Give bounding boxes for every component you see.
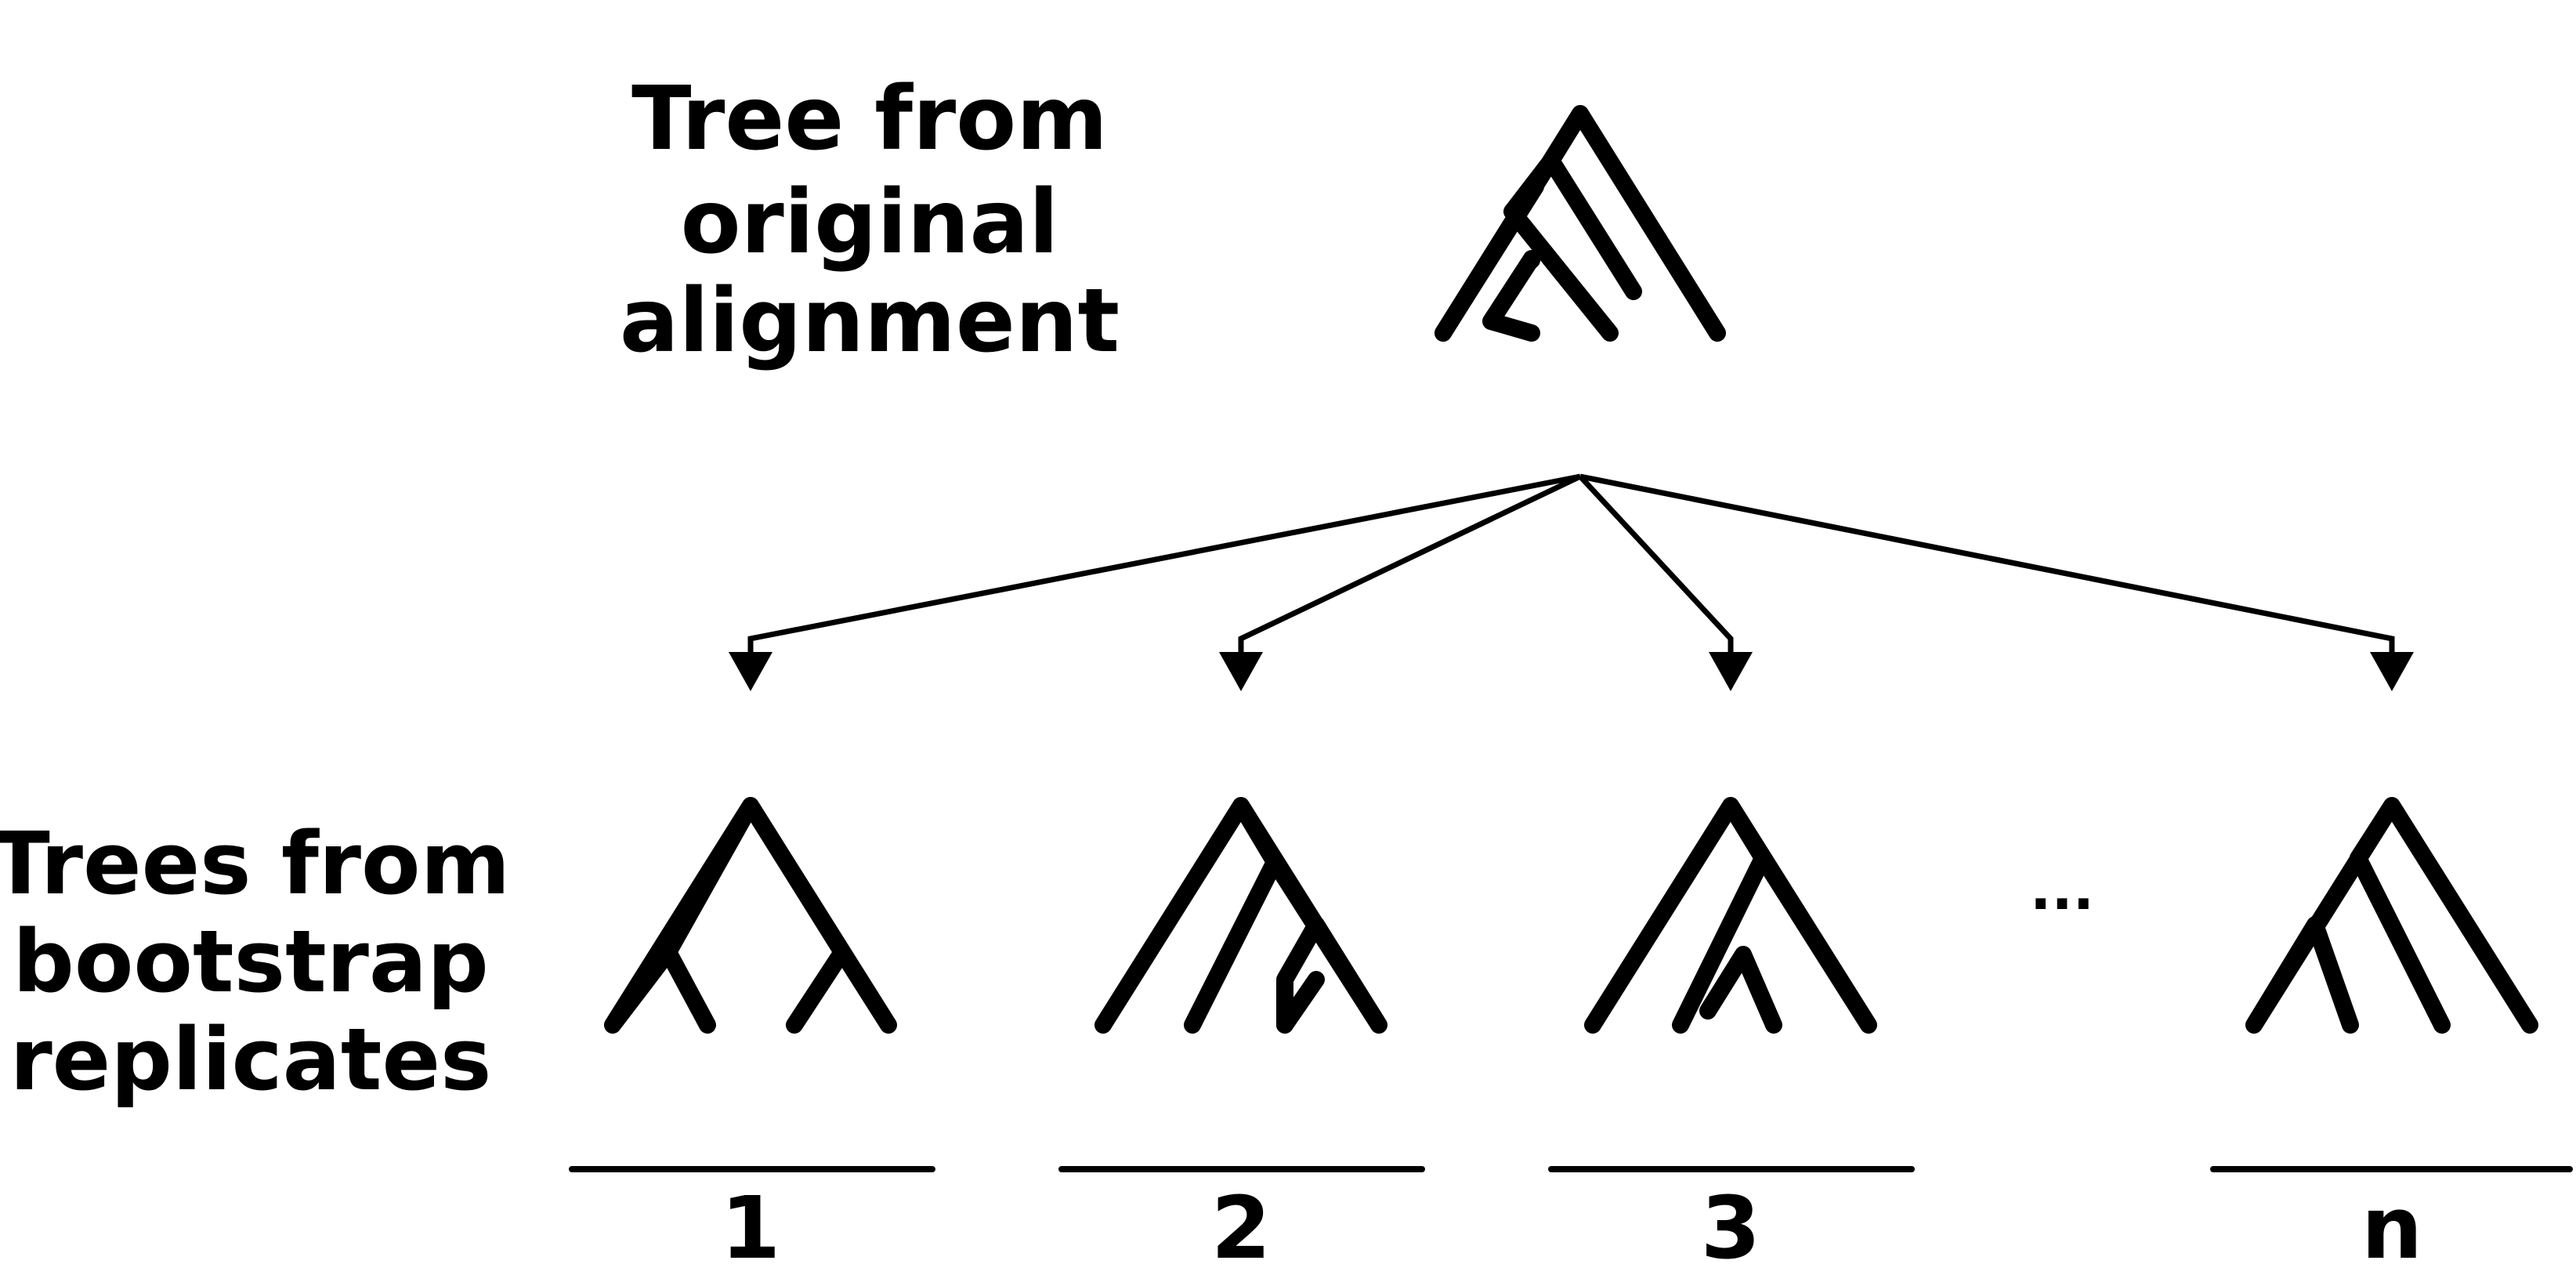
original-tree-branches bbox=[1435, 105, 1726, 342]
bootstrap-label-line-1: Trees from bbox=[0, 813, 510, 914]
original-tree bbox=[1435, 105, 1726, 342]
arrow-line-1 bbox=[747, 473, 1581, 652]
replicate-tree-2 bbox=[1094, 797, 1387, 1034]
bootstrap-label: Trees from bootstrap replicates bbox=[0, 813, 510, 1110]
original-tree-label-line-1: Tree from bbox=[631, 68, 1108, 170]
replicate-label-n: n bbox=[2361, 1178, 2422, 1264]
original-tree-label-line-2: original bbox=[681, 172, 1059, 273]
bootstrap-label-line-3: replicates bbox=[9, 1009, 491, 1110]
replicate-tree-2-branches bbox=[1094, 797, 1387, 1034]
arrow-line-3 bbox=[1578, 474, 1734, 652]
replicate-tree-1-branches bbox=[604, 797, 897, 1034]
replicate-tree-1 bbox=[604, 797, 897, 1034]
replicate-tree-3 bbox=[1584, 797, 1877, 1034]
arrow-line-n bbox=[1579, 473, 2395, 652]
original-tree-label: Tree from original alignment bbox=[620, 68, 1120, 372]
arrows bbox=[729, 473, 2414, 691]
arrow-head-1 bbox=[729, 652, 772, 691]
arrow-head-n bbox=[2370, 652, 2414, 691]
replicate-label-2: 2 bbox=[1211, 1178, 1272, 1264]
replicate-tree-2-inner bbox=[1276, 971, 1325, 1034]
replicate-tree-3-branches bbox=[1584, 797, 1877, 1034]
arrow-head-3 bbox=[1709, 652, 1753, 691]
ellipsis: ... bbox=[2030, 857, 2094, 922]
replicate-labels: 1 2 3 n bbox=[721, 1178, 2422, 1264]
bootstrap-label-line-2: bootstrap bbox=[13, 911, 489, 1012]
replicate-label-1: 1 bbox=[721, 1178, 781, 1264]
original-tree-label-line-3: alignment bbox=[620, 270, 1120, 372]
replicate-tree-n bbox=[2245, 797, 2538, 1034]
arrow-line-2 bbox=[1238, 473, 1582, 652]
original-tree-branches-detail bbox=[1435, 178, 1544, 342]
replicate-tree-n-branches bbox=[2245, 797, 2538, 1034]
arrow-head-2 bbox=[1219, 652, 1263, 691]
replicate-label-3: 3 bbox=[1701, 1178, 1761, 1264]
